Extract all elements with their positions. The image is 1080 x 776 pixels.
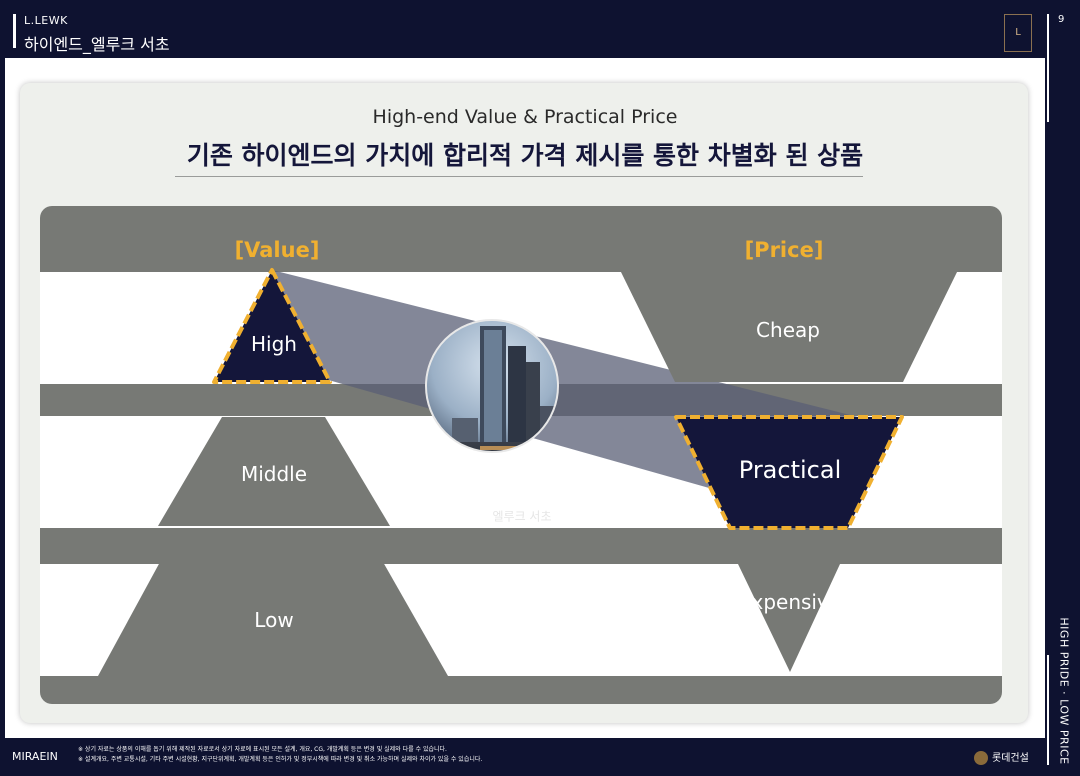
value-tier-low bbox=[98, 562, 448, 676]
footer-note-line-1: ※ 상기 자료는 상품의 이해를 돕기 위해 제작된 자료로서 상기 자료에 표… bbox=[78, 746, 447, 753]
footer-company: 롯데건설 bbox=[974, 749, 1029, 765]
value-low-label: Low bbox=[254, 608, 294, 632]
value-heading: [Value] bbox=[234, 238, 320, 262]
price-cheap-label: Cheap bbox=[756, 318, 820, 342]
value-tier-middle bbox=[158, 417, 390, 526]
value-tier-high bbox=[212, 268, 332, 384]
brand-logo: L bbox=[1004, 14, 1032, 52]
header-brand: L.LEWK bbox=[24, 14, 68, 27]
price-practical-label: Practical bbox=[738, 456, 842, 484]
side-line-bottom bbox=[1047, 655, 1049, 765]
side-line-top bbox=[1047, 14, 1049, 122]
footer-note: ※ 상기 자료는 상품의 이해를 돕기 위해 제작된 자료로서 상기 자료에 표… bbox=[78, 745, 482, 765]
page-number: 9 bbox=[1058, 14, 1065, 25]
slide: High-end Value & Practical Price 기존 하이엔드… bbox=[5, 58, 1045, 738]
price-tier-cheap bbox=[620, 270, 958, 382]
side-vertical-text: HIGH PRIDE · LOW PRICE bbox=[1057, 617, 1071, 765]
header-title: 하이엔드_엘루크 서초 bbox=[24, 35, 170, 54]
headline-divider bbox=[175, 176, 863, 177]
brand-logo-text: L bbox=[1015, 27, 1021, 38]
value-high-label: High bbox=[251, 332, 297, 356]
slide-headline: 기존 하이엔드의 가치에 합리적 가격 제시를 통한 차별화 된 상품 bbox=[186, 141, 864, 170]
diagram-panel: [Value] [Price] High Middle Low Cheap Pr… bbox=[40, 206, 1002, 704]
price-heading: [Price] bbox=[744, 238, 824, 262]
footer: MIRAEIN ※ 상기 자료는 상품의 이해를 돕기 위해 제작된 자료로서 … bbox=[0, 740, 1045, 776]
photo-caption: 엘루크 서초 bbox=[492, 509, 552, 524]
footer-logo: MIRAEIN bbox=[12, 750, 58, 763]
slide-subtitle: High-end Value & Practical Price bbox=[372, 106, 678, 128]
company-logo-icon bbox=[974, 751, 988, 765]
price-tier-practical bbox=[674, 415, 904, 530]
header-bar bbox=[13, 14, 16, 48]
price-expensive-label: Expensive bbox=[738, 590, 842, 614]
photo-ring bbox=[425, 319, 559, 453]
diagram bbox=[40, 268, 1002, 676]
footer-note-line-2: ※ 설계개요, 주변 교통시설, 기타 주변 시설현황, 지구단위계획, 개발계… bbox=[78, 756, 483, 763]
value-middle-label: Middle bbox=[240, 462, 308, 486]
price-tier-expensive bbox=[738, 564, 840, 672]
